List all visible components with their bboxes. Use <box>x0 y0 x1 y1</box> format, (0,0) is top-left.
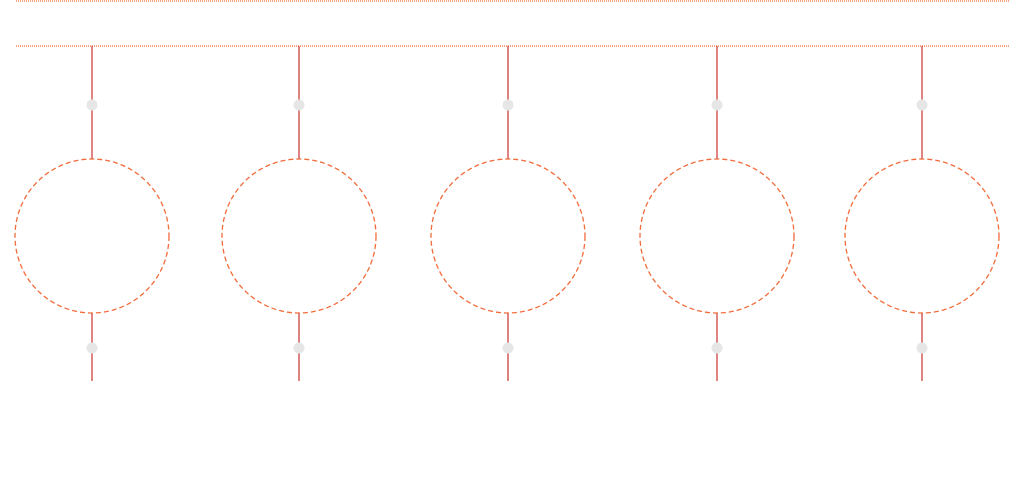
node-2-top-joint-dot <box>293 99 305 111</box>
node-5-top-joint-dot <box>916 99 928 111</box>
node-5 <box>844 46 1000 381</box>
node-3-bottom-joint-dot <box>502 342 514 354</box>
node-1-top-joint-dot <box>86 99 98 111</box>
node-4-circle <box>639 158 795 314</box>
node-5-circle <box>844 158 1000 314</box>
node-3-top-joint-dot <box>502 99 514 111</box>
node-1 <box>14 46 170 381</box>
node-2 <box>221 46 377 381</box>
node-group <box>14 46 1000 381</box>
node-1-bottom-joint-dot <box>86 342 98 354</box>
node-4-bottom-joint-dot <box>711 342 723 354</box>
node-4 <box>639 46 795 381</box>
node-2-circle <box>221 158 377 314</box>
node-1-circle <box>14 158 170 314</box>
node-3-circle <box>430 158 586 314</box>
node-3 <box>430 46 586 381</box>
node-5-bottom-joint-dot <box>916 342 928 354</box>
node-2-bottom-joint-dot <box>293 342 305 354</box>
node-4-top-joint-dot <box>711 99 723 111</box>
